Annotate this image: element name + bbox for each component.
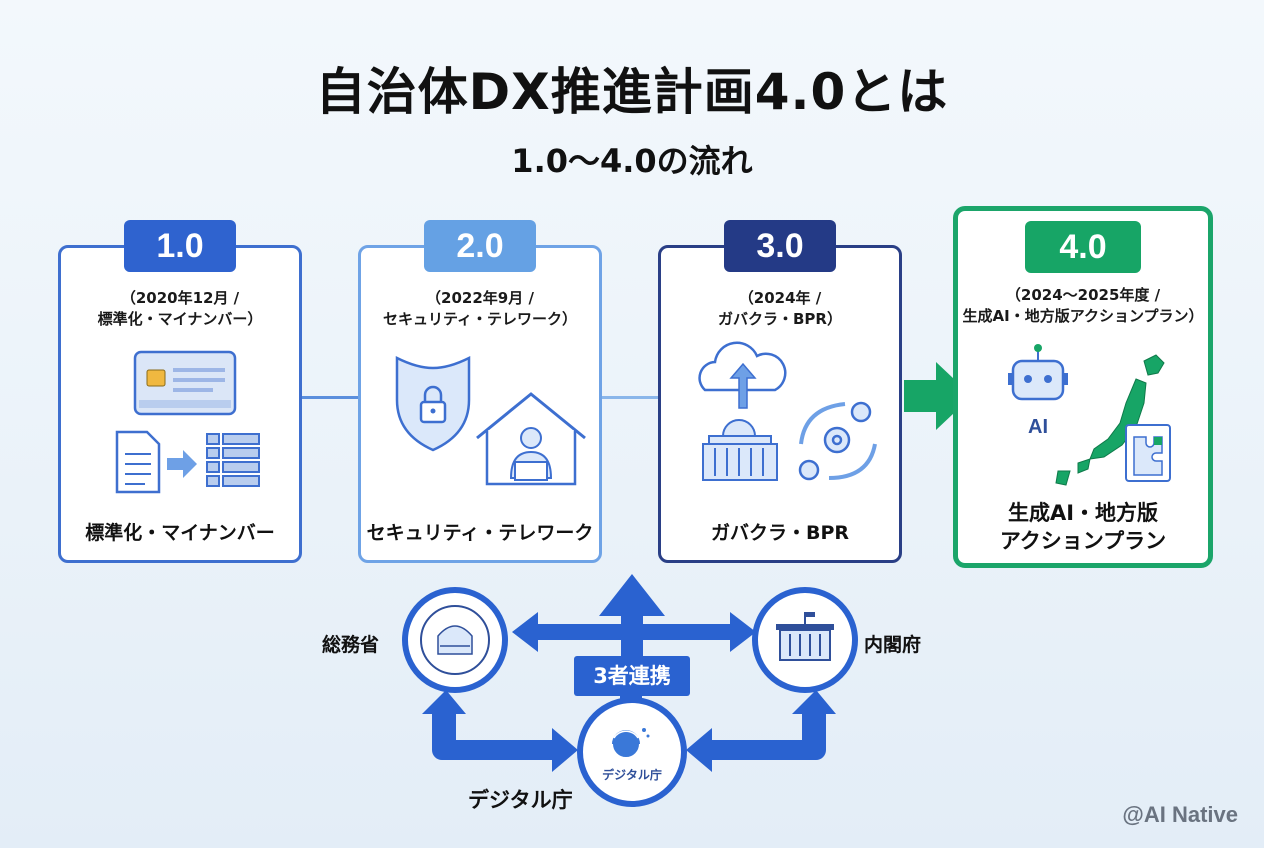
version-card-4: 4.0 （2024〜2025年度 / 生成AI・地方版アクションプラン） AI — [953, 206, 1213, 568]
version-subtitle: （2024年 / ガバクラ・BPR） — [661, 288, 899, 330]
cabinet-office-label: 内閣府 — [864, 634, 922, 656]
ai-robot-icon: AI — [1008, 344, 1068, 438]
soumusho-label: 総務省 — [322, 634, 380, 656]
standardization-illustration — [115, 350, 260, 494]
version-card-1: 1.0 （2020年12月 / 標準化・マイナンバー） 標準化・マイナンバー — [58, 220, 302, 563]
double-arrow-icon — [512, 612, 756, 652]
version-subtitle: （2020年12月 / 標準化・マイナンバー） — [61, 288, 299, 330]
version-badge: 1.0 — [124, 220, 236, 272]
ai-text: AI — [1028, 416, 1048, 438]
caption-line: アクションプラン — [999, 529, 1167, 553]
shield-lock-icon — [395, 355, 471, 452]
caption-line: 生成AI・地方版 — [1007, 501, 1159, 525]
green-arrow-right-icon — [904, 362, 972, 430]
version-badge: 4.0 — [1025, 221, 1141, 273]
bent-arrow-icon — [422, 690, 578, 772]
version-date: （2022年9月 / — [426, 289, 534, 307]
collaboration-label: 3者連携 — [574, 656, 690, 696]
version-caption: 生成AI・地方版 アクションプラン — [958, 499, 1208, 555]
up-arrow-icon — [599, 574, 665, 656]
bent-arrow-icon — [686, 690, 836, 772]
arrow-right-icon — [167, 450, 197, 478]
digital-agency-logo-text: デジタル庁 — [602, 768, 662, 782]
version-caption: ガバクラ・BPR — [710, 522, 850, 544]
version-theme: 生成AI・地方版アクションプラン） — [962, 307, 1204, 325]
version-subtitle: （2024〜2025年度 / 生成AI・地方版アクションプラン） — [958, 285, 1208, 327]
cabinet-office-building-icon — [752, 587, 858, 693]
table-icon — [206, 433, 260, 487]
page-title: 自治体DX推進計画4.0とは — [315, 63, 949, 121]
version-date: （2020年12月 / — [120, 289, 240, 307]
gears-cycle-icon — [798, 401, 877, 481]
ai-japan-illustration: AI — [1008, 344, 1171, 486]
digital-agency-logo-icon — [577, 697, 687, 807]
government-building-icon — [702, 419, 778, 481]
version-theme: 標準化・マイナンバー） — [97, 310, 263, 328]
version-badge: 2.0 — [424, 220, 536, 272]
cloud-upload-icon — [698, 341, 787, 409]
page-subtitle: 1.0〜4.0の流れ — [511, 142, 753, 180]
document-icon — [115, 430, 161, 494]
version-subtitle: （2022年9月 / セキュリティ・テレワーク） — [361, 288, 599, 330]
gov-cloud-illustration — [698, 341, 877, 481]
version-card-2: 2.0 （2022年9月 / セキュリティ・テレワーク） セキュリティ・テレワー… — [358, 220, 602, 563]
connector-line — [602, 396, 658, 399]
security-illustration — [395, 355, 586, 486]
digital-agency-label: デジタル庁 — [468, 788, 573, 812]
soumusho-emblem-icon — [402, 587, 508, 693]
version-date: （2024〜2025年度 / — [1005, 286, 1161, 304]
version-badge: 3.0 — [724, 220, 836, 272]
version-card-3: 3.0 （2024年 / ガバクラ・BPR） ガバクラ・BPR — [658, 220, 902, 563]
version-theme: ガバクラ・BPR） — [718, 310, 842, 328]
my-number-card-icon — [133, 350, 237, 416]
version-caption: セキュリティ・テレワーク — [366, 522, 594, 544]
version-caption: 標準化・マイナンバー — [85, 522, 275, 544]
puzzle-document-icon — [1125, 424, 1171, 482]
version-theme: セキュリティ・テレワーク） — [382, 310, 578, 328]
home-worker-icon — [476, 392, 586, 486]
connector-line — [302, 396, 358, 399]
version-date: （2024年 / — [738, 289, 822, 307]
japan-map-icon — [1055, 354, 1165, 486]
watermark: @AI Native — [1122, 802, 1238, 827]
